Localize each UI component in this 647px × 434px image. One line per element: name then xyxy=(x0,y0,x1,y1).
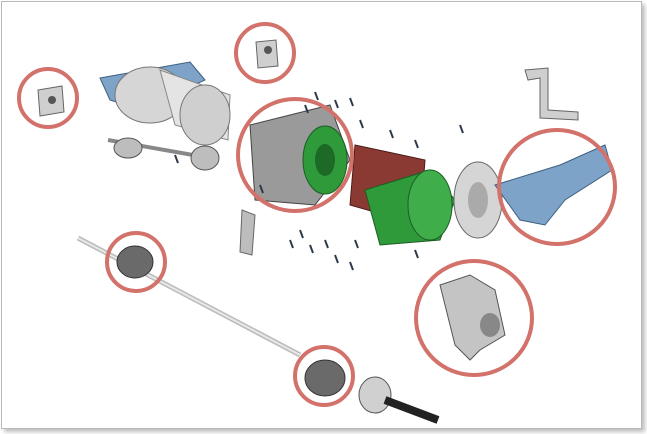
highlight-circle-gearbox-housing xyxy=(236,97,354,213)
long-drive-shaft xyxy=(76,235,440,424)
bolts xyxy=(174,91,464,271)
small-mount-top xyxy=(255,39,279,69)
bolt xyxy=(304,104,309,114)
bolt xyxy=(309,244,314,254)
bolt xyxy=(389,129,394,139)
rear-housing-part xyxy=(99,61,231,146)
bolt xyxy=(299,229,304,239)
highlight-circle-small-mount-top xyxy=(234,22,296,84)
spacer-plate xyxy=(239,209,256,256)
bolt xyxy=(334,99,339,109)
bolt xyxy=(349,261,354,271)
gearbox-housing xyxy=(249,104,351,206)
end-cover xyxy=(453,161,503,239)
bolt xyxy=(349,97,354,107)
engine-mount-arm xyxy=(494,67,613,226)
highlight-circle-cv-boot-right xyxy=(293,345,355,407)
highlight-circle-engine-mount-arm xyxy=(497,128,617,246)
highlight-circles xyxy=(17,22,617,407)
bolt xyxy=(334,254,339,264)
bolt xyxy=(354,239,359,249)
motor-stator xyxy=(349,144,456,246)
bolt xyxy=(324,239,329,249)
bolt xyxy=(314,91,319,101)
bolt xyxy=(289,239,294,249)
bolt xyxy=(414,139,419,149)
bolt xyxy=(414,249,419,259)
highlight-circle-small-mount-left xyxy=(17,67,79,129)
short-drive-shaft xyxy=(107,137,220,171)
bolt xyxy=(259,184,264,194)
bolt xyxy=(359,119,364,129)
small-mount-left xyxy=(37,85,65,117)
highlight-circle-cv-boot-left xyxy=(105,231,167,293)
highlight-circle-mount-bracket-bottom xyxy=(414,259,534,377)
bolt xyxy=(174,154,179,164)
bolt xyxy=(459,124,464,134)
mount-bracket-bottom xyxy=(439,274,506,361)
